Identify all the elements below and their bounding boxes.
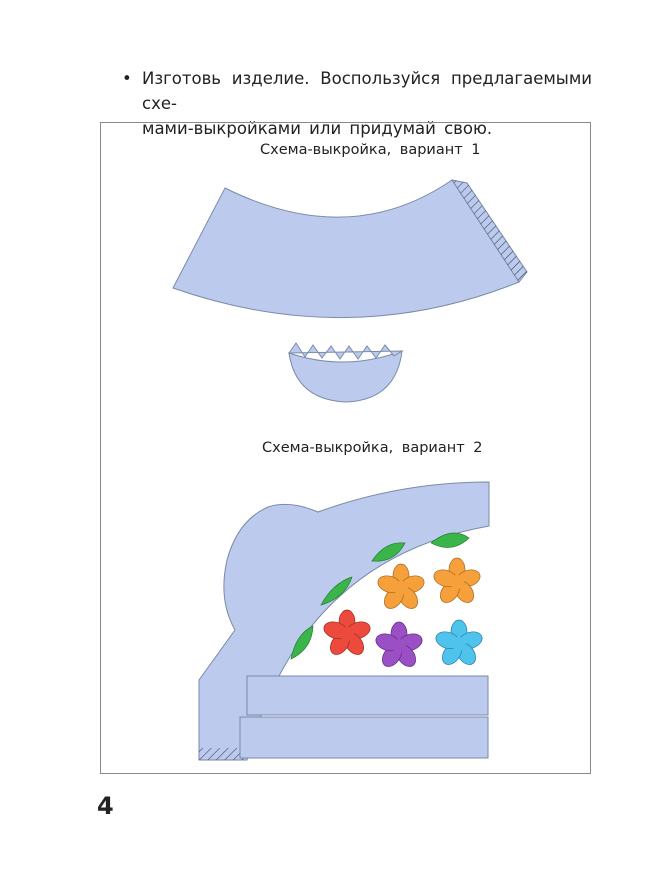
bullet-marker: •	[122, 69, 132, 88]
leaves	[290, 532, 470, 660]
instruction-line-1: Изготовь изделие. Воспользуйся предлагае…	[142, 69, 592, 113]
flower-orange-2	[433, 557, 481, 603]
instruction-line-2: мами-выкройками или придумай свою.	[142, 119, 493, 138]
flower-blue	[435, 619, 483, 665]
pattern-variant-1-caption: Схема-выкройка, вариант 1	[260, 142, 481, 158]
flowers	[323, 557, 483, 667]
flower-orange-1	[377, 563, 425, 609]
leaf	[430, 532, 470, 548]
leaf	[320, 576, 353, 606]
pattern-variant-2-caption: Схема-выкройка, вариант 2	[262, 440, 483, 456]
page-number: 4	[97, 792, 114, 820]
illustration-frame	[100, 122, 591, 774]
flower-purple	[375, 621, 423, 667]
task-instruction: • Изготовь изделие. Воспользуйся предлаг…	[122, 66, 592, 141]
lampshade-pattern	[172, 179, 528, 318]
arch-frame-pattern	[198, 481, 490, 761]
bowl-pattern	[288, 342, 404, 403]
flower-red	[323, 609, 371, 655]
leaf	[371, 542, 406, 562]
leaf	[290, 625, 314, 660]
